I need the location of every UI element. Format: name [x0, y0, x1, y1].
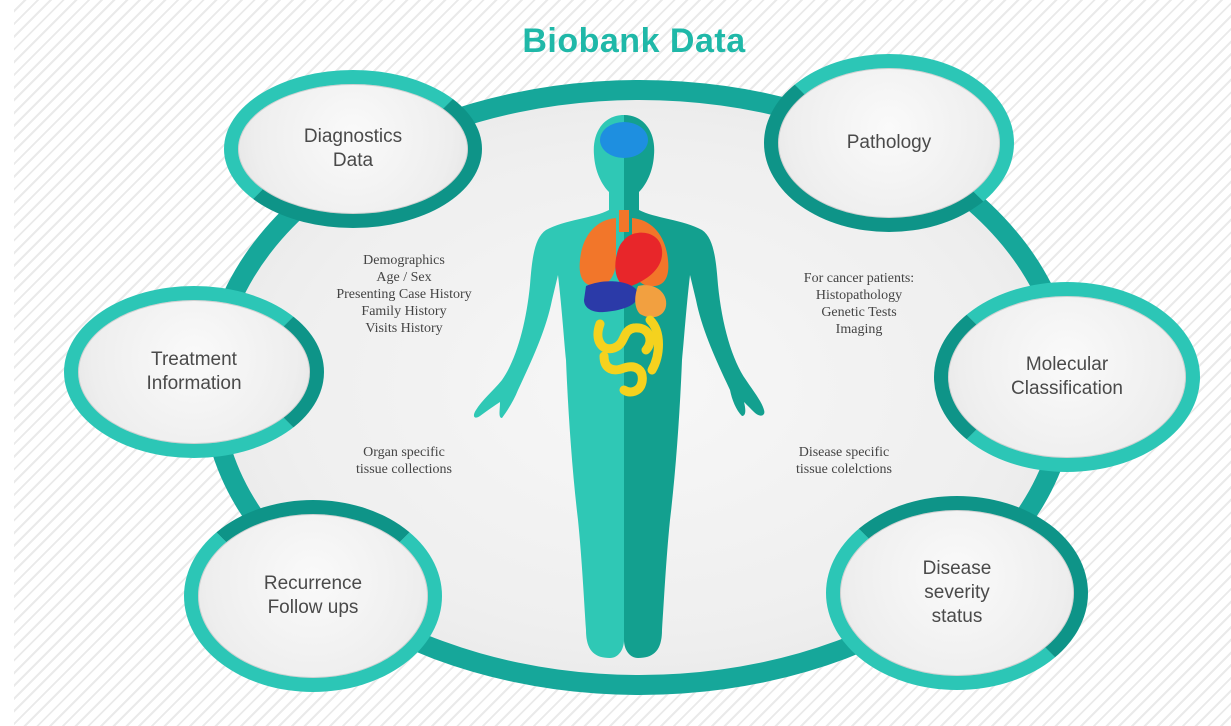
- info-disease-specific: Disease specific tissue colelctions: [795, 445, 893, 477]
- node-pathology-label: Pathology: [846, 132, 932, 153]
- info-demographics: Demographics Age / Sex Presenting Case H…: [336, 253, 472, 336]
- liver-icon: [584, 281, 639, 313]
- node-disease-severity-status: Disease severity status: [826, 496, 1088, 690]
- node-diagnostics-data: Diagnostics Data: [224, 70, 482, 228]
- node-recurrence-label: Recurrence Follow ups: [263, 573, 363, 618]
- body-left-half: [473, 115, 624, 658]
- node-molecular-label: Molecular Classification: [1011, 354, 1123, 399]
- diagram-canvas: Biobank Data Diagnostics Data: [14, 0, 1231, 726]
- brain-icon: [600, 122, 648, 158]
- node-treatment-label: Treatment Information: [146, 349, 242, 394]
- info-organ-specific: Organ specific tissue collections: [355, 445, 453, 477]
- node-pathology: Pathology: [764, 54, 1014, 232]
- trachea-shape: [619, 210, 629, 232]
- node-recurrence-follow-ups: Recurrence Follow ups: [184, 500, 442, 692]
- node-severity-label: Disease severity status: [922, 558, 992, 627]
- heart-icon: [615, 232, 663, 288]
- intestine-icon: [593, 315, 663, 397]
- diagram-title: Biobank Data: [522, 22, 746, 60]
- human-body-icon: [473, 115, 765, 658]
- node-diagnostics-label: Diagnostics Data: [303, 126, 403, 171]
- stomach-icon: [635, 285, 667, 318]
- info-cancer-patients: For cancer patients: Histopathology Gene…: [803, 271, 915, 337]
